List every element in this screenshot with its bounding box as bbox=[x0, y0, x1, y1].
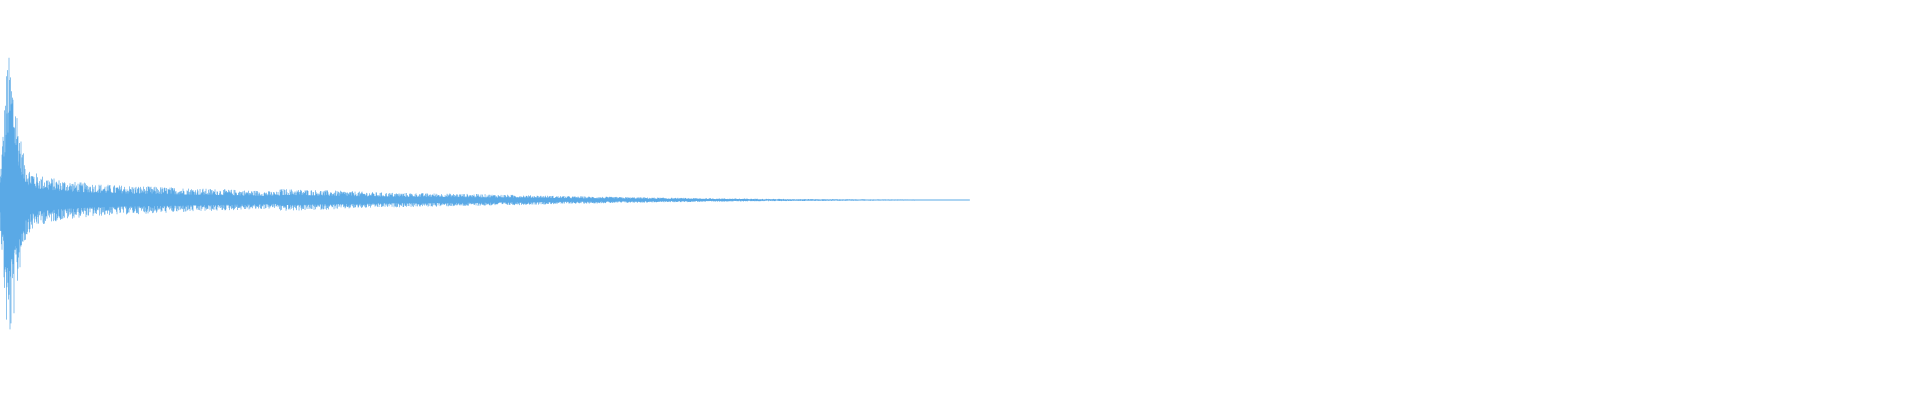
waveform-series bbox=[0, 57, 970, 330]
waveform-line bbox=[0, 57, 970, 330]
